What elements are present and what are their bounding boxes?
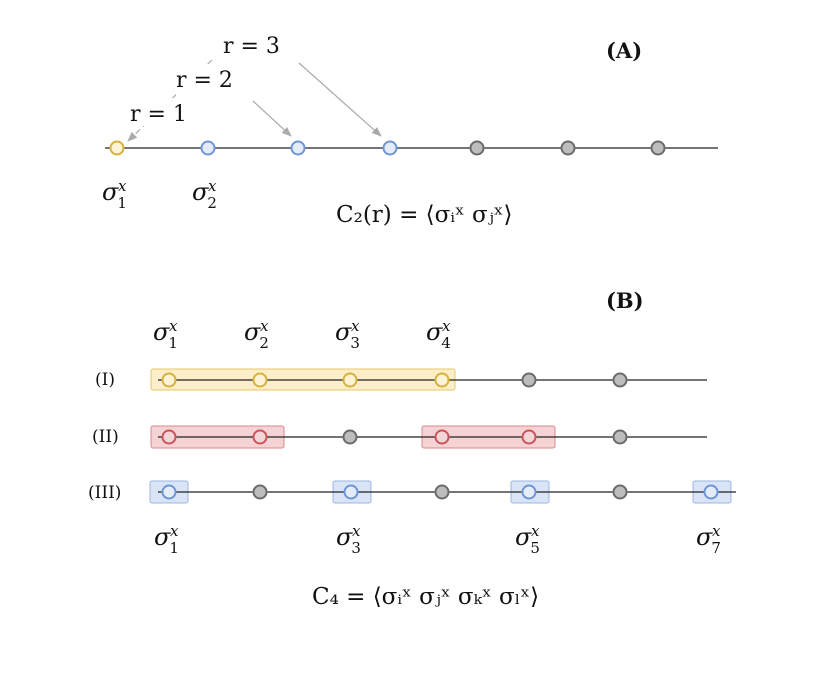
formula-a: C₂(r) = ⟨σᵢˣ σⱼˣ⟩: [336, 202, 513, 228]
row-2-label: (II): [92, 427, 119, 447]
formula-b: C₄ = ⟨σᵢˣ σⱼˣ σₖˣ σₗˣ⟩: [312, 584, 539, 610]
node-b1-5: [521, 372, 537, 388]
arrow-r2: [252, 100, 292, 137]
sigma-a-2: σ2x: [192, 177, 217, 212]
node-b2-3: [342, 429, 358, 445]
node-b2-4: [434, 429, 450, 445]
row-2: (II): [92, 425, 707, 449]
sigma-b-top-2: σ2x: [244, 317, 269, 352]
r3-label-bg: [220, 30, 290, 58]
row-1: (I): [95, 368, 707, 391]
panel-b-label: (B): [606, 288, 644, 313]
node-a-4: [382, 140, 398, 156]
node-b3-6: [612, 484, 628, 500]
node-a-3: [290, 140, 306, 156]
node-b1-4: [434, 372, 450, 388]
node-a-5: [469, 140, 485, 156]
node-b1-6: [612, 372, 628, 388]
panel-b: (B) σ1x σ2x σ3x σ4x (I) (II): [88, 288, 736, 610]
node-b3-4: [434, 484, 450, 500]
sigma-b-bottom-4: σ7x: [696, 522, 721, 557]
sigma-b-top-1: σ1x: [153, 317, 178, 352]
r2-label-bg: [172, 64, 242, 92]
r1-label: r = 1: [130, 102, 187, 127]
node-b2-5: [521, 429, 537, 445]
node-b3-3: [343, 484, 359, 500]
sigma-b-bottom-1: σ1x: [154, 522, 179, 557]
node-a-6: [560, 140, 576, 156]
sigma-b-top-4: σ4x: [426, 317, 451, 352]
sigma-b-bottom-3: σ5x: [515, 522, 540, 557]
row-3-label: (III): [88, 483, 121, 503]
panel-a-label: (A): [606, 38, 642, 63]
node-b2-1: [161, 429, 177, 445]
node-b3-5: [521, 484, 537, 500]
node-b2-2: [252, 429, 268, 445]
node-b3-7: [703, 484, 719, 500]
panel-a: (A) r = 1 r = 2 r = 3 σ1x σ2x C₂(r) = ⟨σ…: [102, 30, 718, 228]
node-b1-3: [342, 372, 358, 388]
node-b1-1: [161, 372, 177, 388]
row-1-label: (I): [95, 370, 115, 390]
node-a-2: [200, 140, 216, 156]
node-b1-2: [252, 372, 268, 388]
node-a-1: [109, 140, 125, 156]
r3-label: r = 3: [223, 34, 280, 59]
row-3: (III): [88, 480, 736, 504]
r2-label: r = 2: [176, 68, 233, 93]
node-b2-6: [612, 429, 628, 445]
node-b3-1: [161, 484, 177, 500]
r1-label-bg: [128, 98, 196, 126]
arrow-r3: [298, 62, 382, 137]
node-a-7: [650, 140, 666, 156]
node-b3-2: [252, 484, 268, 500]
sigma-b-top-3: σ3x: [335, 317, 360, 352]
sigma-a-1: σ1x: [102, 177, 127, 212]
sigma-b-bottom-2: σ3x: [336, 522, 361, 557]
